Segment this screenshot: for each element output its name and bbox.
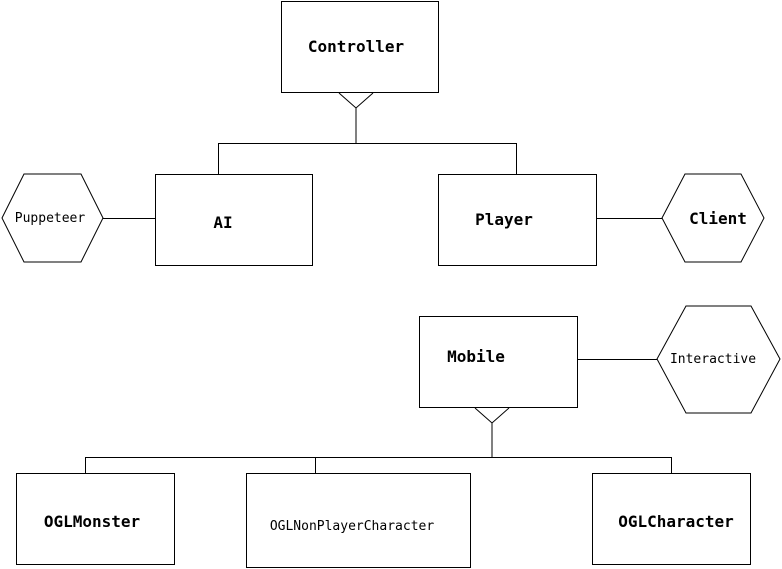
ogl-character-node: OGLCharacter bbox=[592, 473, 751, 565]
controller-label: Controller bbox=[308, 37, 404, 56]
mobile-inheritance-connector bbox=[85, 407, 672, 474]
ogl-npc-label: OGLNonPlayerCharacter bbox=[270, 519, 435, 534]
player-label: Player bbox=[475, 210, 533, 229]
ogl-character-label: OGLCharacter bbox=[618, 512, 734, 531]
ogl-npc-node: OGLNonPlayerCharacter bbox=[246, 473, 471, 568]
ai-node: AI bbox=[155, 174, 313, 266]
player-node: Player bbox=[438, 174, 597, 266]
inheritance-arrowhead bbox=[474, 407, 510, 424]
interactive-node: Interactive bbox=[656, 305, 781, 414]
controller-node: Controller bbox=[281, 1, 439, 93]
inheritance-arrowhead bbox=[338, 92, 374, 109]
mobile-node: Mobile bbox=[419, 316, 578, 408]
client-node: Client bbox=[661, 173, 765, 263]
ai-label: AI bbox=[213, 213, 232, 232]
puppeteer-node: Puppeteer bbox=[1, 173, 104, 263]
controller-inheritance-connector bbox=[218, 92, 517, 175]
mobile-label: Mobile bbox=[447, 347, 505, 366]
ogl-monster-label: OGLMonster bbox=[44, 512, 140, 531]
ogl-monster-node: OGLMonster bbox=[16, 473, 175, 565]
interactive-label: Interactive bbox=[670, 352, 756, 367]
puppeteer-label: Puppeteer bbox=[15, 211, 86, 226]
client-label: Client bbox=[689, 209, 747, 228]
